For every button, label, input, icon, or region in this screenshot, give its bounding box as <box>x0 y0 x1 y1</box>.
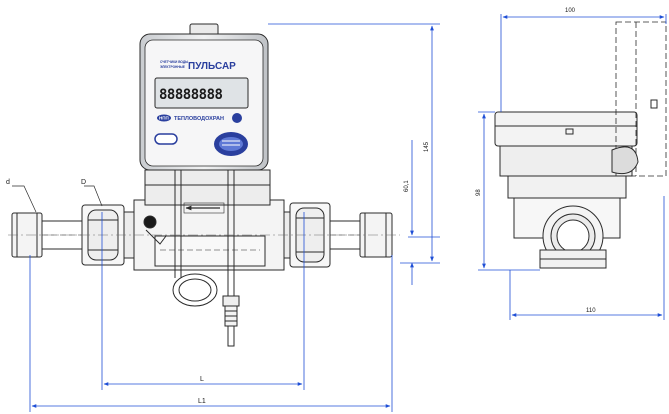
meter-brand: ПУЛЬСАР <box>188 61 236 72</box>
meter-display: 88888888 <box>159 87 223 103</box>
meter-small-line1: СЧЕТЧИКИ ВОДЫ <box>160 60 188 64</box>
status-led-icon <box>232 113 242 123</box>
meter-button-icon <box>154 133 178 145</box>
maker-logo-text: НПП <box>159 116 169 121</box>
label-side-98: 98 <box>476 189 482 196</box>
label-L: L <box>200 376 204 383</box>
label-D: D <box>81 179 86 186</box>
meter-maker: ТЕПЛОВОДОХРАН <box>174 116 224 122</box>
front-dimensions <box>29 23 440 412</box>
side-view <box>494 21 667 269</box>
meter-face: СЧЕТЧИКИ ВОДЫ ЭЛЕКТРОННЫЕ ПУЛЬСАР 888888… <box>154 60 248 156</box>
front-view <box>11 23 393 347</box>
label-side-110: 110 <box>586 308 596 314</box>
diameter-leaders <box>12 185 103 213</box>
cable-probe <box>172 170 240 347</box>
meter-body <box>133 169 285 271</box>
label-60-1: 60,1 <box>404 180 410 192</box>
maker-logo-icon <box>157 114 171 122</box>
side-dimensions <box>478 14 667 320</box>
label-d: d <box>6 179 10 186</box>
label-L1: L1 <box>198 398 206 405</box>
label-145: 145 <box>424 141 430 152</box>
label-side-100: 100 <box>565 8 576 14</box>
meter-small-line2: ЭЛЕКТРОННЫЕ <box>160 65 185 69</box>
